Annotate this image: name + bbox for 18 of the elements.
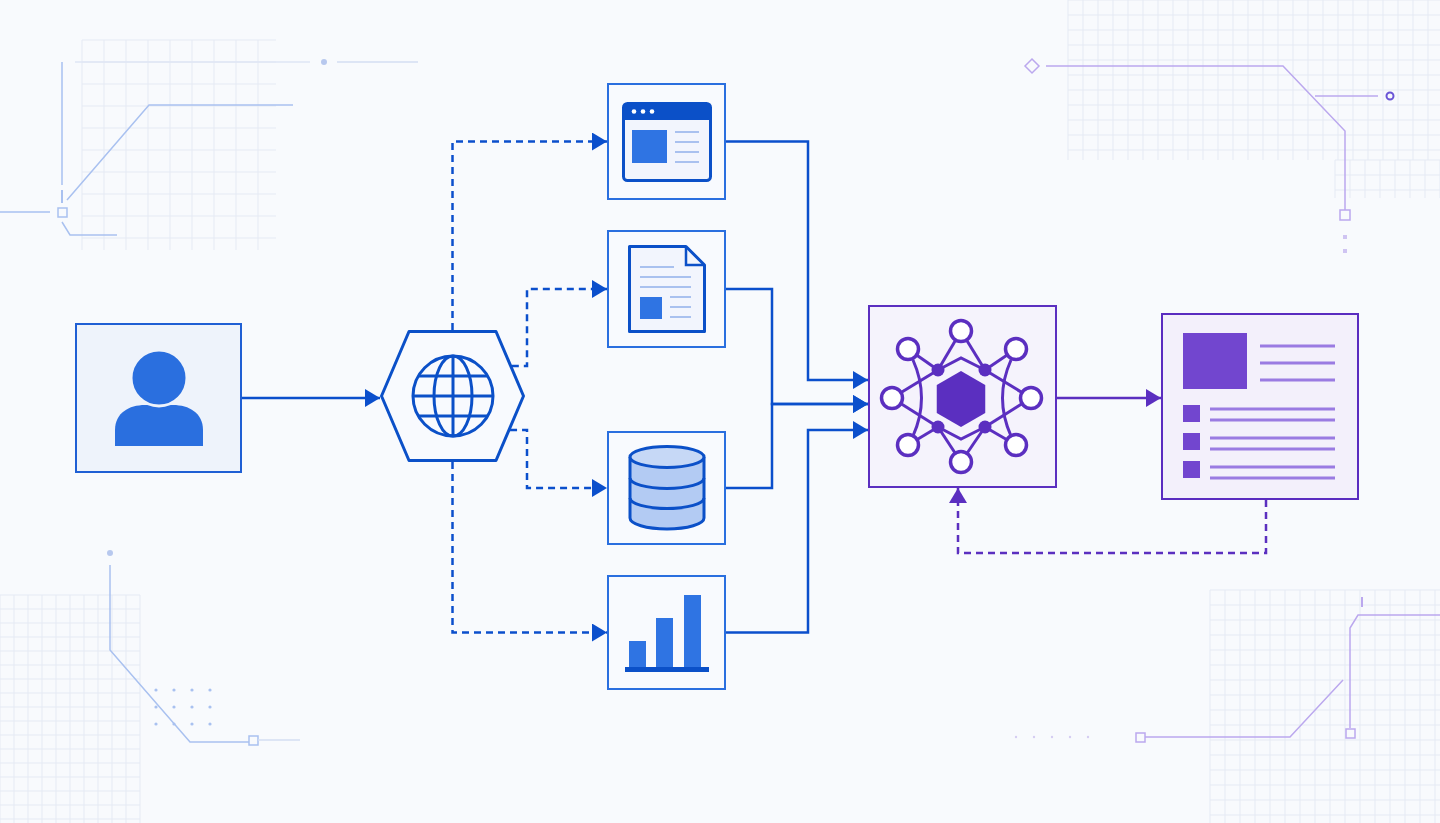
arrow: [726, 140, 868, 389]
arrow: [726, 421, 868, 634]
document-card: [607, 230, 726, 348]
dashed-arrow: [511, 280, 607, 368]
arrow: [726, 395, 868, 490]
browser-card: [607, 83, 726, 200]
dashed-arrow: [451, 132, 607, 330]
dashed-arrow: [949, 488, 1268, 555]
arrow: [1057, 389, 1161, 407]
dashed-arrow: [451, 462, 607, 642]
dashed-arrow: [510, 428, 607, 497]
hexagon-hub: [380, 330, 525, 462]
user-card: [75, 323, 242, 473]
network-card: [868, 305, 1057, 488]
arrow: [242, 389, 380, 407]
report-card: [1161, 313, 1359, 500]
chart-card: [607, 575, 726, 690]
database-card: [607, 431, 726, 545]
